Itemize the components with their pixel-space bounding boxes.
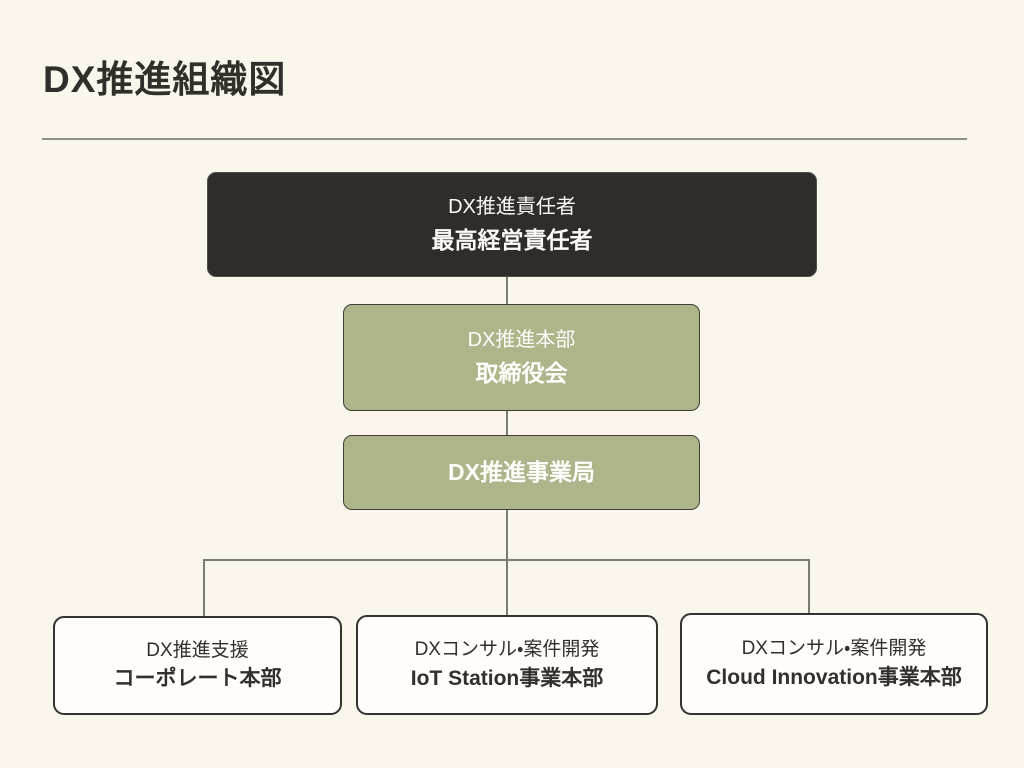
org-node-ceo-role: DX推進責任者 xyxy=(448,195,576,218)
org-node-board-name: 取締役会 xyxy=(475,359,568,386)
org-node-board-role: DX推進本部 xyxy=(467,328,576,351)
org-node-board: DX推進本部 取締役会 xyxy=(343,304,700,411)
org-node-corporate: DX推進支援 コーポレート本部 xyxy=(53,616,342,715)
org-node-corporate-role: DX推進支援 xyxy=(146,639,249,661)
org-node-bureau: DX推進事業局 xyxy=(343,435,700,510)
connector-drop-left xyxy=(203,559,205,616)
org-node-cloud-innovation: DXコンサル・案件開発 Cloud Innovation事業本部 xyxy=(680,613,988,715)
org-node-corporate-name: コーポレート本部 xyxy=(113,667,282,691)
org-node-ceo-name: 最高経営責任者 xyxy=(431,226,593,253)
org-node-cloud-innovation-role: DXコンサル・案件開発 xyxy=(741,638,927,659)
connector-bureau-center-drop xyxy=(506,509,508,616)
title-divider xyxy=(42,138,967,140)
org-node-ceo: DX推進責任者 最高経営責任者 xyxy=(207,172,817,277)
page-title: DX推進組織図 xyxy=(43,59,287,100)
org-node-cloud-innovation-name: Cloud Innovation事業本部 xyxy=(706,665,962,689)
org-node-iot-station: DXコンサル・案件開発 IoT Station事業本部 xyxy=(356,615,658,715)
connector-branch-horizontal xyxy=(203,559,810,561)
connector-board-bureau xyxy=(506,410,508,436)
org-node-iot-station-name: IoT Station事業本部 xyxy=(410,666,604,690)
connector-ceo-board xyxy=(506,276,508,305)
org-node-iot-station-role: DXコンサル・案件開発 xyxy=(414,639,600,660)
connector-drop-right xyxy=(808,559,810,614)
org-node-bureau-name: DX推進事業局 xyxy=(448,459,595,486)
